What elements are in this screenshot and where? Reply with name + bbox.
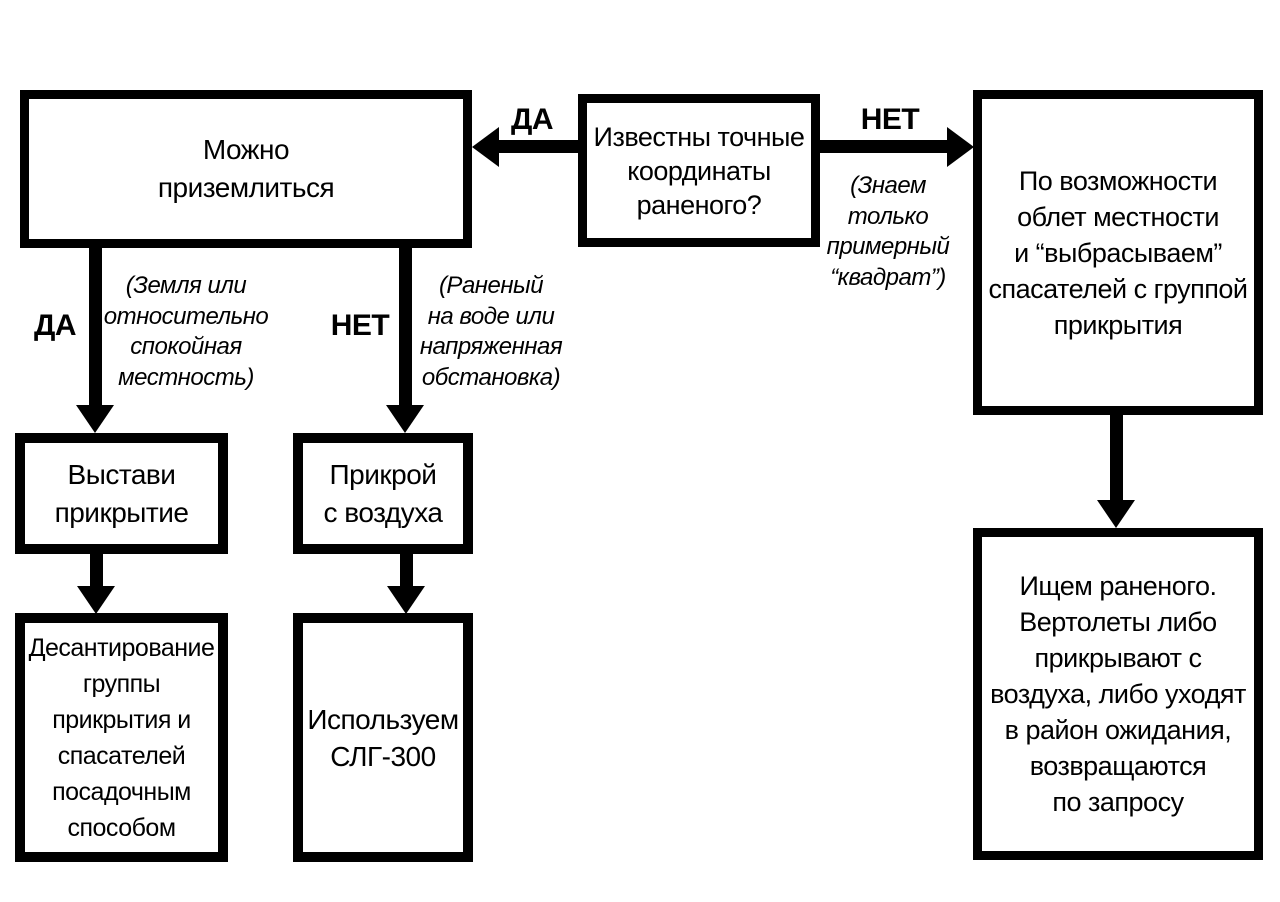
edge-label-yes-top: ДА <box>510 103 554 136</box>
arrow-yes-left-shaft <box>89 247 102 407</box>
node-landing: Десантирование группы прикрытия и спасат… <box>15 613 228 862</box>
node-cover-setup-text: Выстави прикрытие <box>54 458 189 528</box>
arrow-no-top-shaft <box>820 140 952 153</box>
node-seek: Ищем раненого. Вертолеты либо прикрывают… <box>973 528 1263 860</box>
note-wounded-water: (Раненый на воде или напряженная обстано… <box>419 272 563 391</box>
arrowhead-down-icon <box>386 405 424 433</box>
node-seek-text: Ищем раненого. Вертолеты либо прикрывают… <box>990 571 1246 817</box>
arrowhead-down-icon <box>1097 500 1135 528</box>
node-can-land-text: Можно приземлиться <box>157 134 335 203</box>
arrow-flyover-seek-shaft <box>1110 414 1123 502</box>
arrowhead-left-icon <box>472 127 499 167</box>
node-flyover-text: По возможности облет местности и “выбрас… <box>988 165 1249 340</box>
note-approx-square: (Знаем только примерный “квадрат”) <box>826 172 950 291</box>
node-can-land: Можно приземлиться <box>20 90 472 248</box>
node-use-slg-text: Используем СЛГ-300 <box>307 703 459 772</box>
edge-label-no-top: НЕТ <box>860 103 920 136</box>
edge-label-no-mid: НЕТ <box>330 309 390 342</box>
edge-label-yes-left: ДА <box>33 309 77 342</box>
node-cover-air: Прикрой с воздуха <box>293 433 473 554</box>
arrow-air-slg-shaft <box>400 552 413 588</box>
node-cover-setup: Выстави прикрытие <box>15 433 228 554</box>
node-known-coords-text: Известны точные координаты раненого? <box>593 121 805 220</box>
arrow-setup-landing-shaft <box>90 552 103 588</box>
arrowhead-down-icon <box>77 586 115 614</box>
node-cover-air-text: Прикрой с воздуха <box>323 458 443 528</box>
arrowhead-down-icon <box>387 586 425 614</box>
node-known-coords: Известны точные координаты раненого? <box>578 94 820 247</box>
node-use-slg: Используем СЛГ-300 <box>293 613 473 862</box>
arrowhead-right-icon <box>947 127 974 167</box>
note-ground-calm: (Земля или относительно спокойная местно… <box>103 272 269 391</box>
arrowhead-down-icon <box>76 405 114 433</box>
arrow-yes-top-shaft <box>490 140 580 153</box>
node-flyover: По возможности облет местности и “выбрас… <box>973 90 1263 415</box>
node-landing-text: Десантирование группы прикрытия и спасат… <box>28 633 215 842</box>
arrow-no-mid-shaft <box>399 247 412 407</box>
